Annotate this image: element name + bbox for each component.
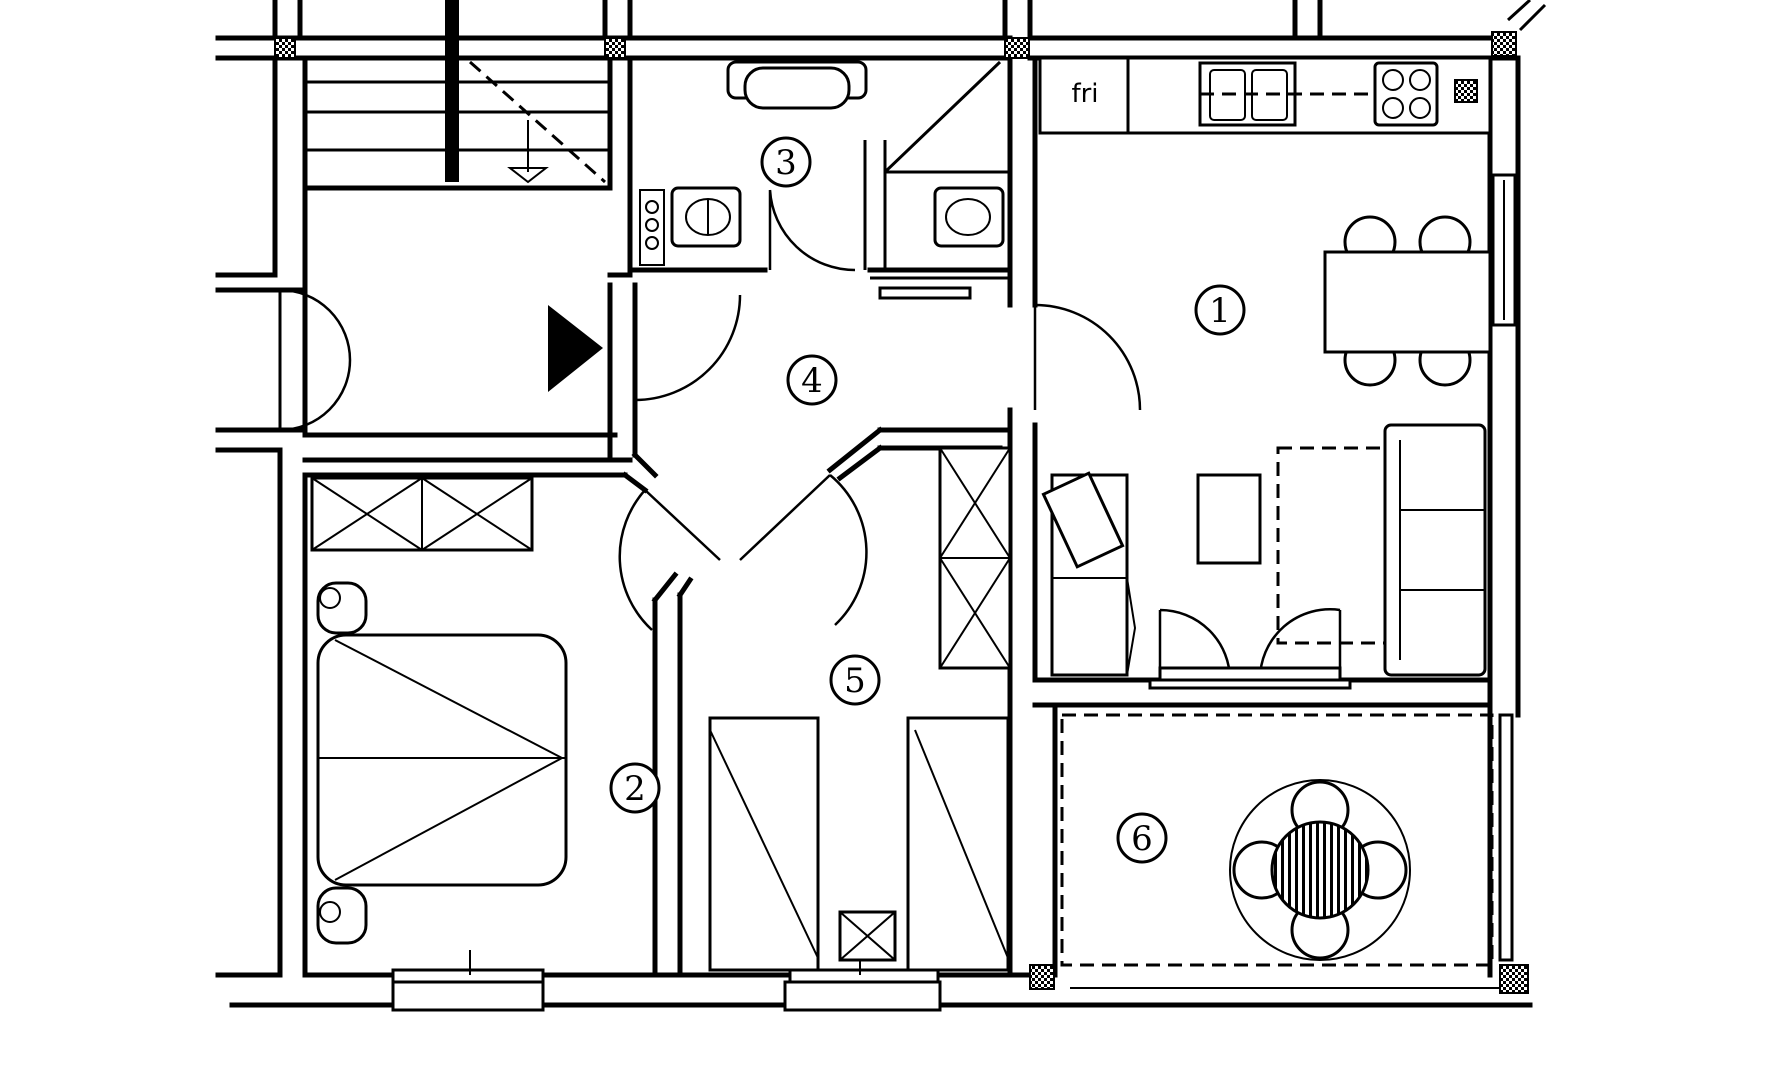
room-number-6: 6 xyxy=(1116,812,1168,864)
room-number-5: 5 xyxy=(829,654,881,706)
dining-table xyxy=(1323,215,1492,387)
svg-text:6: 6 xyxy=(1131,819,1153,859)
svg-text:4: 4 xyxy=(801,361,823,401)
closet-furniture xyxy=(708,446,1012,972)
windows xyxy=(391,173,1517,1012)
svg-text:1: 1 xyxy=(1209,291,1231,331)
kitchen-counter: fri xyxy=(1038,56,1492,135)
room-number-2: 2 xyxy=(609,762,661,814)
room-number-1: 1 xyxy=(1194,284,1246,336)
svg-text:3: 3 xyxy=(775,143,797,183)
stairwell xyxy=(278,0,618,438)
room-number-4: 4 xyxy=(786,354,838,406)
doors xyxy=(618,189,1352,690)
bathroom-fixtures xyxy=(639,60,1005,266)
table-top xyxy=(1270,820,1370,920)
living-furniture xyxy=(1041,423,1487,677)
fridge-label: fri xyxy=(1071,79,1098,109)
room-number-3: 3 xyxy=(760,136,812,188)
balcony-furniture xyxy=(1060,713,1494,967)
entrance-arrow-icon xyxy=(548,305,603,392)
bedroom-furniture xyxy=(310,476,568,945)
structural-columns xyxy=(274,31,1529,994)
svg-text:5: 5 xyxy=(844,661,866,701)
svg-text:2: 2 xyxy=(624,769,646,809)
